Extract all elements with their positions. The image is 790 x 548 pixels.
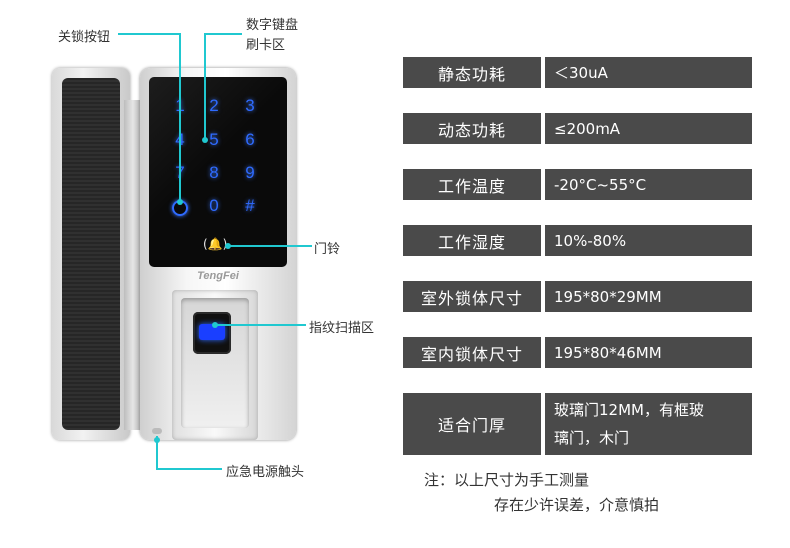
key-5[interactable]: 5 (209, 130, 219, 149)
spec-value-dynamic-power: ≤200mA (545, 113, 752, 144)
power-contact (152, 428, 162, 434)
brand-logo: TengFei (197, 270, 239, 282)
spec-value-temperature: -20°C~55°C (545, 169, 752, 200)
key-3[interactable]: 3 (245, 96, 255, 115)
spec-label-temperature: 工作温度 (403, 169, 541, 200)
handle-pad (62, 78, 120, 430)
lock-key-icon[interactable] (172, 200, 188, 216)
door-thickness-line2: 璃门，木门 (554, 429, 630, 447)
spec-label-static-power: 静态功耗 (403, 57, 541, 88)
spec-label-door-thickness: 适合门厚 (403, 393, 541, 455)
key-0[interactable]: 0 (209, 196, 219, 215)
spec-label-dynamic-power: 动态功耗 (403, 113, 541, 144)
spec-label-humidity: 工作湿度 (403, 225, 541, 256)
key-8[interactable]: 8 (209, 163, 219, 182)
key-1[interactable]: 1 (175, 96, 185, 115)
label-fingerprint: 指纹扫描区 (309, 321, 375, 336)
label-power-contact: 应急电源触头 (226, 465, 305, 480)
label-lock-button: 关锁按钮 (58, 30, 111, 45)
spec-value-outdoor-size: 195*80*29MM (545, 281, 752, 312)
key-7[interactable]: 7 (175, 163, 185, 182)
spec-value-door-thickness: 玻璃门12MM，有框玻 璃门，木门 (545, 393, 752, 455)
note-line-2: 存在少许误差，介意慎拍 (494, 496, 660, 514)
key-2[interactable]: 2 (209, 96, 219, 115)
spec-label-indoor-size: 室内锁体尺寸 (403, 337, 541, 368)
key-9[interactable]: 9 (245, 163, 255, 182)
label-keypad: 数字键盘 (246, 18, 299, 33)
fingerprint-sensor[interactable] (193, 312, 231, 354)
label-doorbell: 门铃 (314, 242, 341, 257)
note-line-1: 注：以上尺寸为手工测量 (424, 471, 590, 489)
label-card-area: 刷卡区 (246, 38, 286, 53)
door-thickness-line1: 玻璃门12MM，有框玻 (554, 401, 704, 419)
key-6[interactable]: 6 (245, 130, 255, 149)
spec-value-humidity: 10%-80% (545, 225, 752, 256)
spec-value-static-power: ＜30uA (545, 57, 752, 88)
key-4[interactable]: 4 (175, 130, 185, 149)
spec-label-outdoor-size: 室外锁体尺寸 (403, 281, 541, 312)
bell-icon[interactable]: (🔔) (203, 237, 228, 251)
spec-value-indoor-size: 195*80*46MM (545, 337, 752, 368)
key-hash[interactable]: # (245, 196, 255, 215)
